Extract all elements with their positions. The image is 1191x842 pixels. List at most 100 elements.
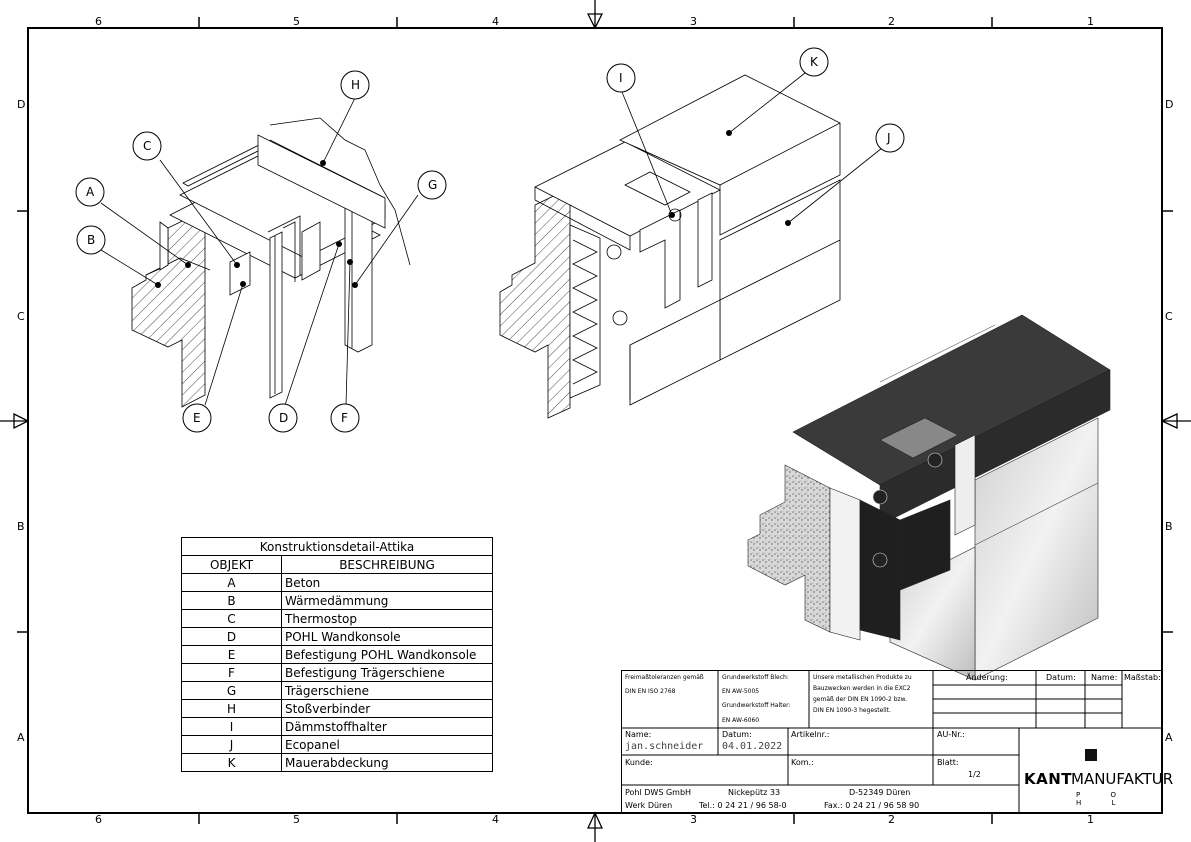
middle-leaders <box>621 72 883 224</box>
callout-circle <box>340 70 370 100</box>
callout-circle <box>132 131 162 161</box>
callout-label-j: J <box>887 131 891 145</box>
object-cell: I <box>181 717 282 736</box>
zone-letter-right: D <box>1165 98 1174 111</box>
zone-letter-left: C <box>17 310 25 323</box>
customer-label: Kunde: <box>625 758 653 767</box>
zone-number-top: 5 <box>293 15 300 28</box>
zone-number-bottom: 3 <box>690 813 697 826</box>
zone-letter-right: B <box>1165 520 1173 533</box>
name-value: jan.schneider <box>625 741 704 752</box>
description-cell: Wärmedämmung <box>281 591 493 610</box>
zone-number-top: 2 <box>888 15 895 28</box>
zone-number-top: 1 <box>1087 15 1094 28</box>
telephone: Tel.: 0 24 21 / 96 58-0 <box>699 801 787 810</box>
callout-circles <box>75 47 905 433</box>
middle-iso-drawing <box>499 74 841 419</box>
callout-circle <box>182 403 212 433</box>
description-cell: Befestigung Trägerschiene <box>281 663 493 682</box>
zone-number-top: 3 <box>690 15 697 28</box>
brand-kant: KANT <box>1024 770 1073 788</box>
object-cell: C <box>181 609 282 628</box>
parts-list-table: Konstruktionsdetail-Attika OBJEKT BESCHR… <box>181 537 493 772</box>
change-label: Änderung: <box>966 673 1008 682</box>
zone-number-bottom: 6 <box>95 813 102 826</box>
callout-label-c: C <box>143 139 152 153</box>
scale-label: Maßstab: <box>1124 673 1161 682</box>
comment-label: Kom.: <box>791 758 814 767</box>
sheet-material-label: Grundwerkstoff Blech: <box>722 674 789 681</box>
callout-circle <box>75 177 105 207</box>
parts-list-title: Konstruktionsdetail-Attika <box>181 537 493 556</box>
callout-label-e: E <box>193 411 201 425</box>
description-cell: Mauerabdeckung <box>281 753 493 772</box>
description-cell: POHL Wandkonsole <box>281 627 493 646</box>
date-value: 04.01.2022 <box>722 741 783 752</box>
date-label: Datum: <box>722 730 752 739</box>
header-description: BESCHREIBUNG <box>281 555 493 574</box>
description-cell: Thermostop <box>281 609 493 628</box>
city: D-52349 Düren <box>849 788 911 797</box>
au-label: AU-Nr.: <box>937 730 965 739</box>
zone-number-bottom: 1 <box>1087 813 1094 826</box>
object-cell: K <box>181 753 282 772</box>
callout-label-g: G <box>428 178 438 192</box>
sheet-material-value: EN AW-5005 <box>722 688 760 695</box>
callout-label-a: A <box>86 185 95 199</box>
zone-number-top: 4 <box>492 15 499 28</box>
description-cell: Beton <box>281 573 493 592</box>
street: Nickepütz 33 <box>728 788 781 797</box>
tolerances-label: Freimaßtoleranzen gemäß <box>625 674 704 681</box>
revision-date-label: Datum: <box>1046 673 1076 682</box>
callout-circle <box>875 123 905 153</box>
callout-label-b: B <box>87 233 96 247</box>
note-line-3: gemäß der DIN EN 1090-2 bzw. <box>813 696 907 703</box>
holder-material-value: EN AW-6060 <box>722 717 760 724</box>
revision-name-label: Name: <box>1091 673 1118 682</box>
callout-circle <box>268 403 298 433</box>
description-cell: Stoßverbinder <box>281 699 493 718</box>
zone-ticks <box>17 17 1173 824</box>
tolerances-value: DIN EN ISO 2768 <box>625 688 676 695</box>
name-label: Name: <box>625 730 652 739</box>
title-block-grid <box>621 670 1162 813</box>
callout-label-k: K <box>810 55 818 69</box>
object-cell: J <box>181 735 282 754</box>
object-cell: G <box>181 681 282 700</box>
callout-label-h: H <box>351 78 361 92</box>
note-line-2: Bauzwecken werden in die EXC2 <box>813 685 911 692</box>
description-cell: Dämmstoffhalter <box>281 717 493 736</box>
callout-circle <box>417 170 447 200</box>
left-leader-dots <box>155 160 358 288</box>
zone-letter-right: C <box>1165 310 1173 323</box>
zone-number-bottom: 4 <box>492 813 499 826</box>
zone-number-top: 6 <box>95 15 102 28</box>
sheet-value: 1/2 <box>968 770 981 779</box>
left-leaders <box>100 97 419 406</box>
description-cell: Ecopanel <box>281 735 493 754</box>
callout-circle <box>799 47 829 77</box>
object-cell: H <box>181 699 282 718</box>
callout-circle <box>76 225 106 255</box>
brand-manufaktur: MANUFAKTUR <box>1071 770 1174 788</box>
plant: Werk Düren <box>625 801 673 810</box>
zone-letter-left: B <box>17 520 25 533</box>
zone-letter-right: A <box>1165 731 1173 744</box>
brand-pohl: P O H L <box>1076 791 1130 807</box>
left-iso-drawing <box>131 117 411 408</box>
callout-circle <box>606 63 636 93</box>
note-line-1: Unsere metallischen Produkte zu <box>813 674 912 681</box>
header-object: OBJEKT <box>181 555 282 574</box>
zone-letter-left: A <box>17 731 25 744</box>
